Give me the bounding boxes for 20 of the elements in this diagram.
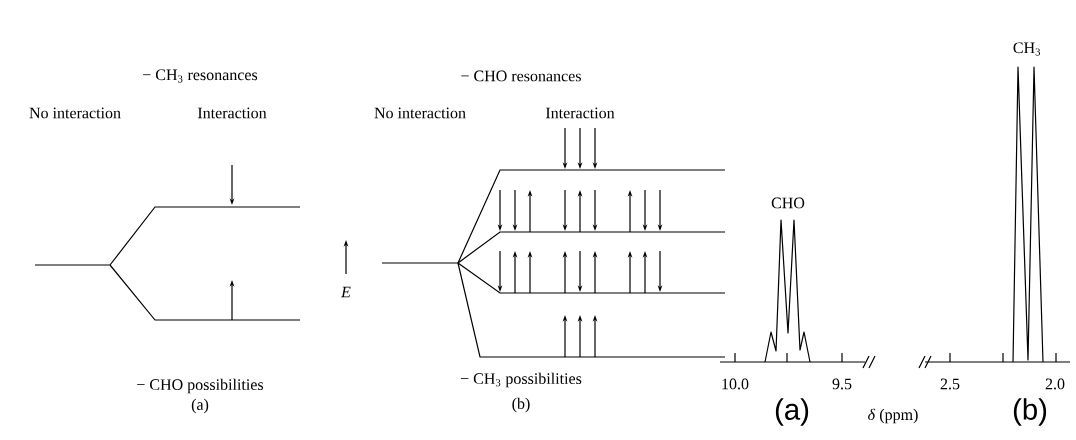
axis-label: E bbox=[340, 286, 351, 298]
panel-label: (a) bbox=[775, 398, 809, 426]
column-heading: Interaction bbox=[545, 107, 615, 119]
tick-label: 2.5 bbox=[940, 378, 960, 390]
column-heading: Interaction bbox=[197, 107, 267, 119]
panel-label: (a) bbox=[191, 398, 209, 414]
caption: − CHO possibilities bbox=[137, 378, 264, 394]
column-heading: No interaction bbox=[374, 107, 466, 119]
column-heading: No interaction bbox=[29, 107, 121, 119]
heading: − CHO resonances bbox=[461, 70, 581, 82]
panel-label: (b) bbox=[1013, 398, 1047, 426]
caption: − CH$_{3}$ possibilities bbox=[460, 372, 582, 388]
peak-label: CHO bbox=[771, 197, 805, 209]
peak-label: CH$_{3}$ bbox=[1013, 42, 1041, 56]
tick-label: 9.5 bbox=[832, 378, 852, 390]
tick-label: 10.0 bbox=[722, 378, 749, 390]
panel-label: (b) bbox=[512, 397, 530, 413]
heading: − CH$_{3}$ resonances bbox=[143, 69, 258, 83]
tick-label: 2.0 bbox=[1045, 378, 1065, 390]
axis-label: δ (ppm) bbox=[868, 408, 918, 424]
